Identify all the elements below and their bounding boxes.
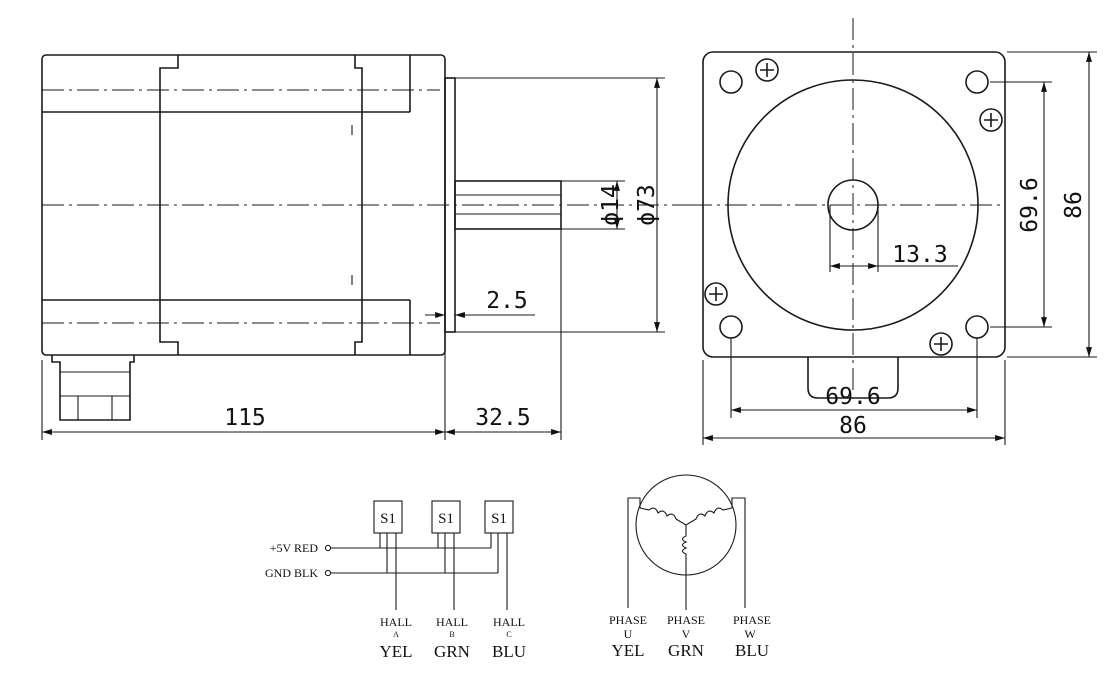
screw-icon bbox=[929, 332, 953, 356]
phase-name-v: V bbox=[682, 627, 691, 641]
flange-face bbox=[702, 51, 1006, 358]
ground-label: GND BLK bbox=[265, 566, 318, 580]
phase-word: PHASE bbox=[667, 613, 705, 627]
dim-pilot-diameter: ϕ73 bbox=[634, 184, 660, 226]
hall-channel-a: A bbox=[393, 630, 399, 639]
dim-flange-width: 86 bbox=[839, 413, 867, 439]
connector-outline bbox=[807, 357, 899, 399]
phase-wiring-diagram: PHASE U YEL PHASE V GRN PHASE W BLU bbox=[609, 474, 771, 660]
winding-w bbox=[685, 507, 733, 526]
dim-hole-spacing-h: 69.6 bbox=[825, 384, 880, 410]
winding-v bbox=[681, 525, 688, 575]
hall-word: HALL bbox=[493, 615, 525, 629]
mount-hole bbox=[965, 70, 989, 94]
phase-word: PHASE bbox=[609, 613, 647, 627]
hall-color-b: GRN bbox=[434, 642, 470, 661]
phase-word: PHASE bbox=[733, 613, 771, 627]
mount-hole bbox=[719, 315, 743, 339]
screw-icon bbox=[704, 282, 728, 306]
dim-flat-depth: 13.3 bbox=[892, 242, 947, 268]
sensor-label: S1 bbox=[491, 511, 507, 527]
hall-sensor-b bbox=[431, 500, 461, 534]
hall-sensor-c bbox=[484, 500, 514, 534]
dim-flange-thickness: 2.5 bbox=[486, 288, 528, 314]
hall-wiring-diagram: S1 S1 S1 +5V RED GND BLK HALL A YEL HALL… bbox=[265, 500, 526, 661]
sensor-label: S1 bbox=[438, 511, 454, 527]
dim-flange-height: 86 bbox=[1061, 191, 1087, 219]
hall-word: HALL bbox=[436, 615, 468, 629]
sensor-label: S1 bbox=[380, 511, 396, 527]
supply-label: +5V RED bbox=[270, 541, 319, 555]
dim-hole-spacing-v: 69.6 bbox=[1017, 177, 1043, 232]
hall-connector bbox=[51, 355, 135, 421]
dim-shaft-diameter: ϕ14 bbox=[598, 184, 624, 226]
hall-sensor-a bbox=[373, 500, 403, 534]
terminal-icon bbox=[324, 569, 332, 577]
phase-color-u: YEL bbox=[611, 641, 644, 660]
side-view: 115 32.5 2.5 ϕ14 ϕ73 bbox=[41, 54, 700, 440]
hall-color-a: YEL bbox=[379, 642, 412, 661]
dim-shaft-length: 32.5 bbox=[475, 405, 530, 431]
phase-color-v: GRN bbox=[668, 641, 704, 660]
hall-channel-b: B bbox=[449, 630, 454, 639]
screw-icon bbox=[755, 58, 779, 82]
dim-body-length: 115 bbox=[224, 405, 266, 431]
hall-word: HALL bbox=[380, 615, 412, 629]
hall-channel-c: C bbox=[506, 630, 511, 639]
front-view: 13.3 69.6 86 69.6 86 bbox=[690, 18, 1097, 445]
phase-name-w: W bbox=[744, 627, 756, 641]
phase-color-w: BLU bbox=[735, 641, 769, 660]
hall-color-c: BLU bbox=[492, 642, 526, 661]
screw-icon bbox=[979, 108, 1003, 132]
terminal-icon bbox=[324, 544, 332, 552]
winding-u bbox=[639, 507, 687, 526]
mount-hole bbox=[719, 70, 743, 94]
mount-hole bbox=[965, 315, 989, 339]
phase-name-u: U bbox=[624, 627, 633, 641]
